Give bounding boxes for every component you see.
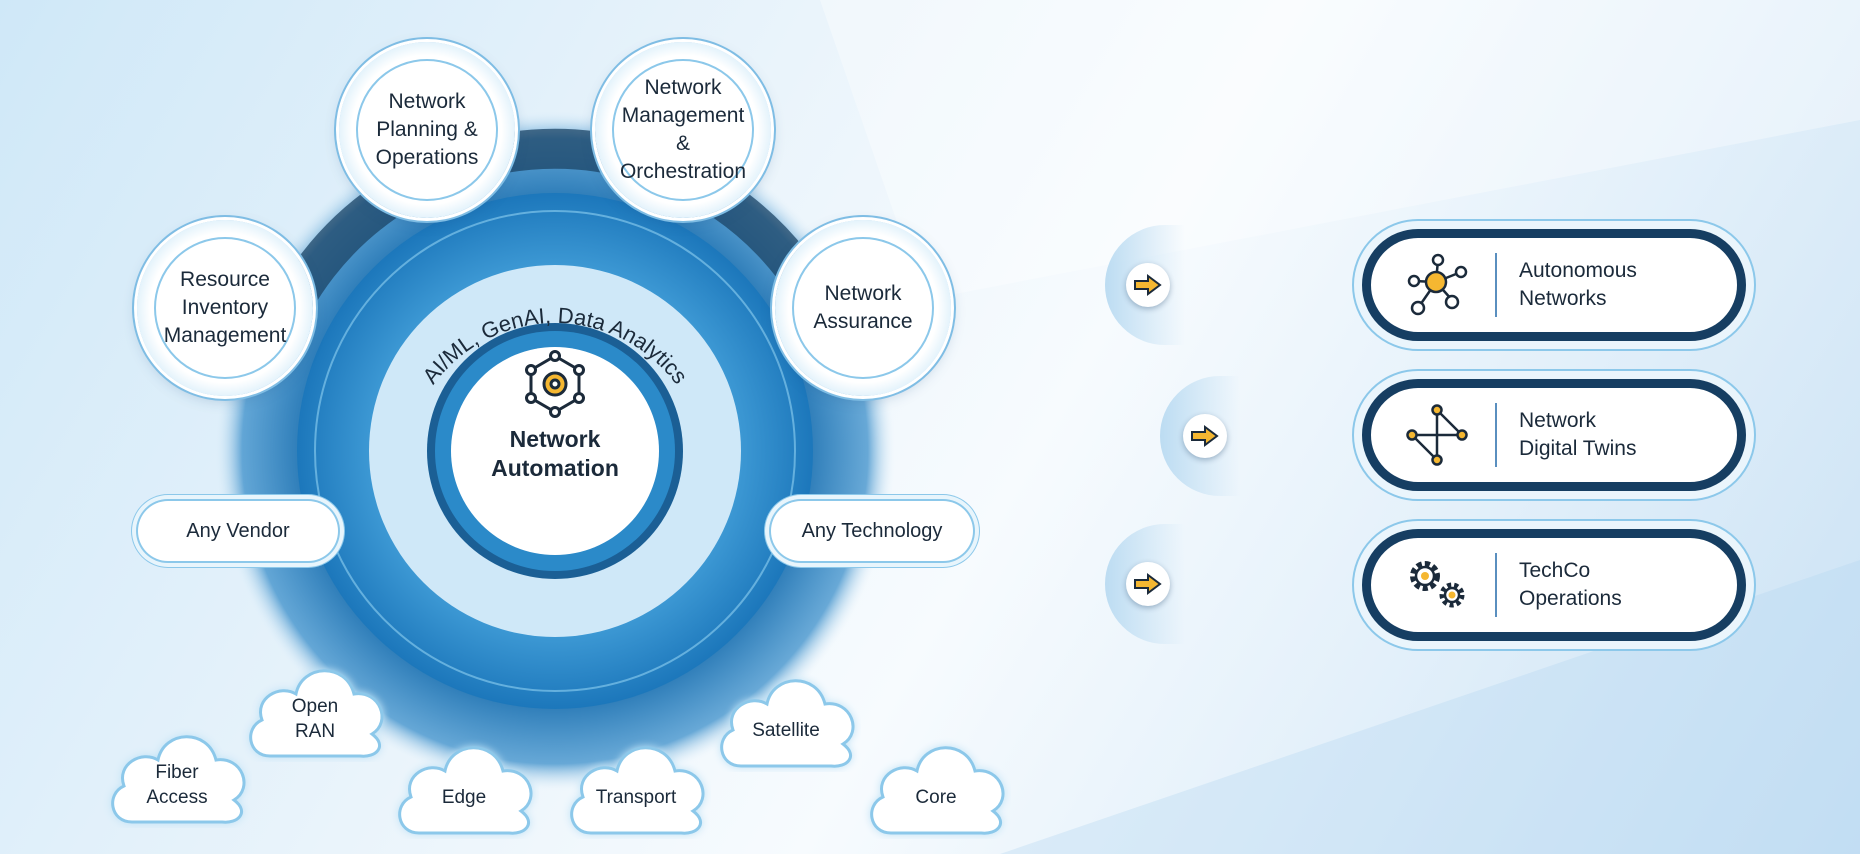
outcome-label: Networks	[1519, 287, 1607, 310]
outcome-label: Digital Twins	[1519, 437, 1637, 460]
cloud-label-line: Satellite	[752, 720, 820, 741]
cloud-edge: Edge	[389, 727, 539, 839]
cloud-icon	[398, 746, 533, 835]
divider	[1495, 553, 1497, 617]
cloud-satellite: Satellite	[711, 660, 861, 772]
cloud-label-line: RAN	[294, 721, 336, 742]
cloud-label-line: Fiber	[155, 762, 199, 783]
center-title-line: Network	[509, 426, 601, 452]
cloud-label-line: Access	[146, 787, 208, 808]
outcome-label: Network	[1519, 409, 1597, 432]
hub-network-icon	[1393, 252, 1483, 318]
any-vendor-pill: Any Vendor	[138, 501, 338, 561]
cloud-icon	[111, 735, 246, 824]
cloud-icon	[249, 669, 384, 758]
arrow-right-icon	[1126, 263, 1170, 307]
any-technology-pill: Any Technology	[771, 501, 973, 561]
cloud-icon	[720, 679, 855, 768]
gear-network-icon	[525, 350, 585, 418]
cloud-label: Satellite	[711, 718, 861, 743]
divider	[1495, 253, 1497, 317]
cloud-label: Core	[861, 785, 1011, 810]
cloud-label-line: Edge	[441, 787, 487, 808]
arrow-right-icon	[1183, 414, 1227, 458]
arrow-right-icon	[1126, 562, 1170, 606]
gears-icon	[1393, 557, 1483, 613]
cloud-label: Transport	[561, 785, 711, 810]
automation-hub: AI/ML, GenAI, Data Analytics	[215, 111, 895, 791]
digital-twin-icon	[1393, 402, 1483, 468]
cloud-icon	[570, 746, 705, 835]
cloud-icon	[870, 746, 1005, 835]
outcome-label: TechCo	[1519, 559, 1591, 582]
cloud-label-line: Open	[291, 696, 339, 717]
outcome-label: Operations	[1519, 587, 1622, 610]
cloud-label-line: Core	[915, 787, 957, 808]
center-title: Network Automation	[455, 425, 655, 483]
cloud-label-line: Transport	[595, 787, 677, 808]
cloud-label: Edge	[389, 785, 539, 810]
center-title-line: Automation	[491, 455, 619, 481]
divider	[1495, 403, 1497, 467]
cloud-transport: Transport	[561, 727, 711, 839]
cloud-core: Core	[861, 727, 1011, 839]
outcome-label: Autonomous	[1519, 259, 1637, 282]
